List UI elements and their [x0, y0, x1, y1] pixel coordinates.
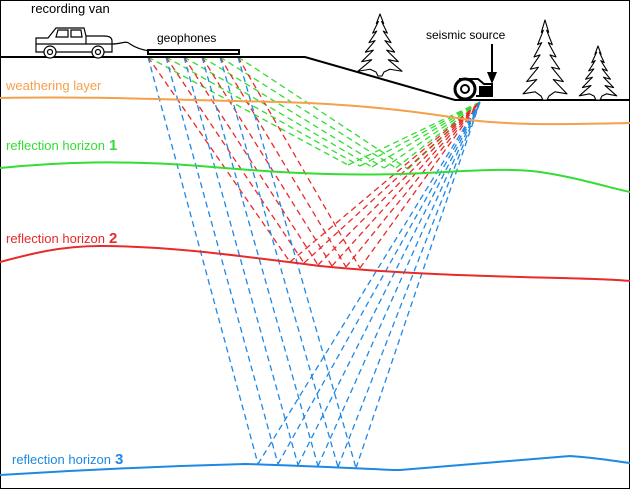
- tree-icon: [522, 19, 568, 101]
- ray-horizon-2: [345, 101, 481, 268]
- ray-horizon-2: [289, 101, 481, 263]
- ray-horizon-3: [147, 56, 259, 465]
- ray-horizon-1: [347, 101, 481, 166]
- ray-horizon-1: [165, 56, 361, 167]
- ray-horizon-3: [355, 101, 481, 469]
- weathering-layer-label: weathering layer: [5, 78, 102, 93]
- ray-horizon-1: [147, 56, 349, 166]
- geophones-label: geophones: [157, 31, 216, 45]
- ray-horizon-3: [317, 101, 481, 467]
- horizon-1-number: 1: [109, 137, 117, 154]
- ray-horizon-2: [237, 56, 361, 269]
- tree-group: [357, 13, 618, 101]
- horizon-3-text: reflection horizon: [12, 452, 111, 467]
- ray-horizon-2: [147, 56, 291, 263]
- ray-horizon-3: [219, 56, 339, 468]
- ray-horizon-3: [183, 56, 299, 466]
- tree-icon: [578, 45, 618, 101]
- ray-horizon-2: [183, 56, 319, 266]
- ray-horizon-2: [331, 101, 481, 267]
- horizon-3-number: 3: [115, 451, 123, 468]
- reflection-horizon-2-line: [0, 244, 630, 282]
- horizon-3-label: reflection horizon 3: [12, 451, 123, 468]
- horizon-2-label: reflection horizon 2: [6, 230, 117, 247]
- ray-horizon-3: [337, 101, 481, 468]
- ray-horizon-3: [297, 101, 481, 466]
- ray-horizon-1: [395, 101, 481, 169]
- van-icon: [35, 27, 151, 59]
- horizon-1-text: reflection horizon: [6, 138, 105, 153]
- ray-horizon-2: [359, 101, 481, 269]
- seismic-source-label: seismic source: [426, 28, 506, 42]
- reflection-horizon-1-line: [0, 161, 630, 193]
- horizon-2-number: 2: [109, 230, 117, 247]
- horizon-2-text: reflection horizon: [6, 231, 105, 246]
- ray-paths: [147, 56, 481, 469]
- ray-horizon-1: [201, 56, 385, 169]
- ray-horizon-2: [317, 101, 481, 266]
- ray-horizon-1: [183, 56, 373, 168]
- ray-horizon-1: [371, 101, 481, 168]
- ray-horizon-3: [257, 101, 481, 465]
- ray-horizon-1: [219, 56, 397, 169]
- ray-horizon-2: [165, 56, 305, 264]
- vibrator-truck-icon: [453, 77, 493, 101]
- ray-horizon-3: [165, 56, 279, 465]
- ray-horizon-2: [219, 56, 347, 268]
- ray-horizon-3: [277, 101, 481, 465]
- horizon-1-label: reflection horizon 1: [6, 137, 117, 154]
- ray-horizon-2: [201, 56, 333, 267]
- recording-van-label: recording van: [31, 1, 110, 16]
- weathering-layer-line: [0, 96, 630, 126]
- geophone-spread: [147, 49, 240, 55]
- ray-horizon-1: [359, 101, 481, 167]
- down-arrow-icon: [487, 44, 497, 84]
- ray-horizon-1: [237, 56, 409, 170]
- reflection-horizon-3-line: [0, 454, 630, 476]
- ray-horizon-3: [201, 56, 319, 467]
- tree-icon: [357, 13, 403, 77]
